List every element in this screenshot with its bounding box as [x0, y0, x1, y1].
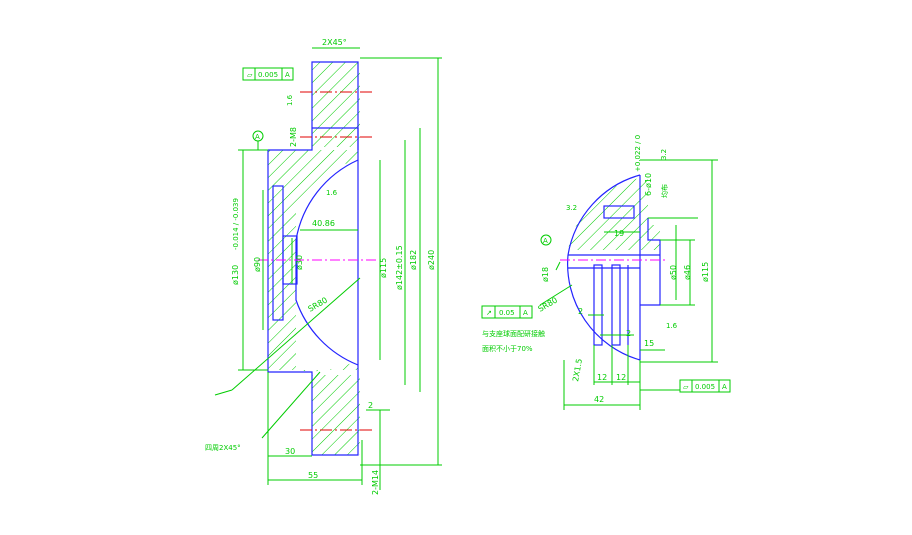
- left-datum-label: A: [255, 133, 260, 141]
- rough-left-right: 3.2: [566, 204, 577, 212]
- top-lug-hatch: [312, 62, 360, 147]
- sphere-right: SR80: [537, 296, 560, 314]
- dim-2b-label: 2: [626, 329, 631, 338]
- dim-15-label: 15: [644, 339, 654, 348]
- svg-text:▱: ▱: [247, 71, 253, 79]
- left-flatness-value: 0.005: [258, 71, 278, 79]
- note-line-1: 与支座球面配研接触: [482, 329, 545, 338]
- dim-130-label: ø130: [231, 265, 240, 285]
- right-datum-label: A: [543, 237, 548, 245]
- dim-19-label: 19: [614, 229, 624, 238]
- chamfer-note: 四周2X45°: [205, 444, 241, 452]
- dim-30-label: ø30: [295, 255, 304, 270]
- hole-top-label: 6-ø10: [644, 173, 653, 196]
- dim-240-label: ø240: [427, 250, 436, 270]
- dim-115-right: ø115: [701, 262, 710, 282]
- dim-55-label: 55: [308, 471, 318, 480]
- dim-2x15-label: 2X1.5: [571, 358, 584, 383]
- rough-inner-label: 1.6: [326, 189, 338, 197]
- svg-text:▱: ▱: [683, 383, 689, 391]
- dim-50-label: ø50: [669, 265, 678, 280]
- dim-46-label: ø46: [683, 265, 692, 280]
- right-flatness-value: 0.005: [695, 383, 715, 391]
- dim-90-label: ø90: [253, 257, 262, 272]
- svg-text:↗: ↗: [486, 309, 492, 317]
- dim-130-tol: -0.014 / -0.039: [232, 198, 240, 250]
- dim-182-label: ø182: [409, 250, 418, 270]
- rough-top-right: 3.2: [660, 149, 668, 160]
- dim-42-label: 42: [594, 395, 604, 404]
- right-hole: [603, 205, 635, 219]
- right-sectional-view: ↗ 0.05 A ▱ 0.005 A A 6-ø10 +0.022 / 0 均布…: [481, 135, 731, 410]
- dim-12b-label: 12: [616, 373, 626, 382]
- hole-m8-label: 2-M8: [289, 127, 298, 147]
- dim-142-label: ø142±0.15: [395, 245, 404, 290]
- dim-d18-label: ø18: [541, 267, 550, 282]
- dim-12a-label: 12: [597, 373, 607, 382]
- rough-top-label: 1.6: [286, 94, 294, 106]
- left-flatness-datum: A: [285, 71, 290, 79]
- dim-30-bottom: 30: [285, 447, 295, 456]
- sphere-label: SR80: [307, 296, 330, 314]
- dim-115-label: ø115: [379, 258, 388, 278]
- dim-2-label: 2: [368, 401, 373, 410]
- left-sectional-view: ▱ 0.005 A A 2X45° 2-M8 1.6 1.6 ø130 -0.0…: [205, 38, 442, 495]
- left-sphere-arc: [295, 159, 359, 366]
- right-runout-value: 0.05: [499, 309, 515, 317]
- dim-m14-label: 2-M14: [371, 470, 380, 495]
- hole-top-tol: +0.022 / 0: [634, 135, 642, 172]
- left-body-hatch: [268, 150, 358, 372]
- dim-40-label: 40.86: [312, 219, 335, 228]
- bottom-lug-hatch: [312, 375, 360, 455]
- dim-2a-label: 2: [578, 307, 583, 316]
- depth-label: 均布: [660, 184, 669, 198]
- right-runout-datum: A: [523, 309, 528, 317]
- note-line-2: 面积不小于70%: [482, 344, 533, 353]
- chamfer-top-label: 2X45°: [322, 38, 347, 47]
- rough-right-right: 1.6: [666, 322, 678, 330]
- right-flatness-datum: A: [722, 383, 727, 391]
